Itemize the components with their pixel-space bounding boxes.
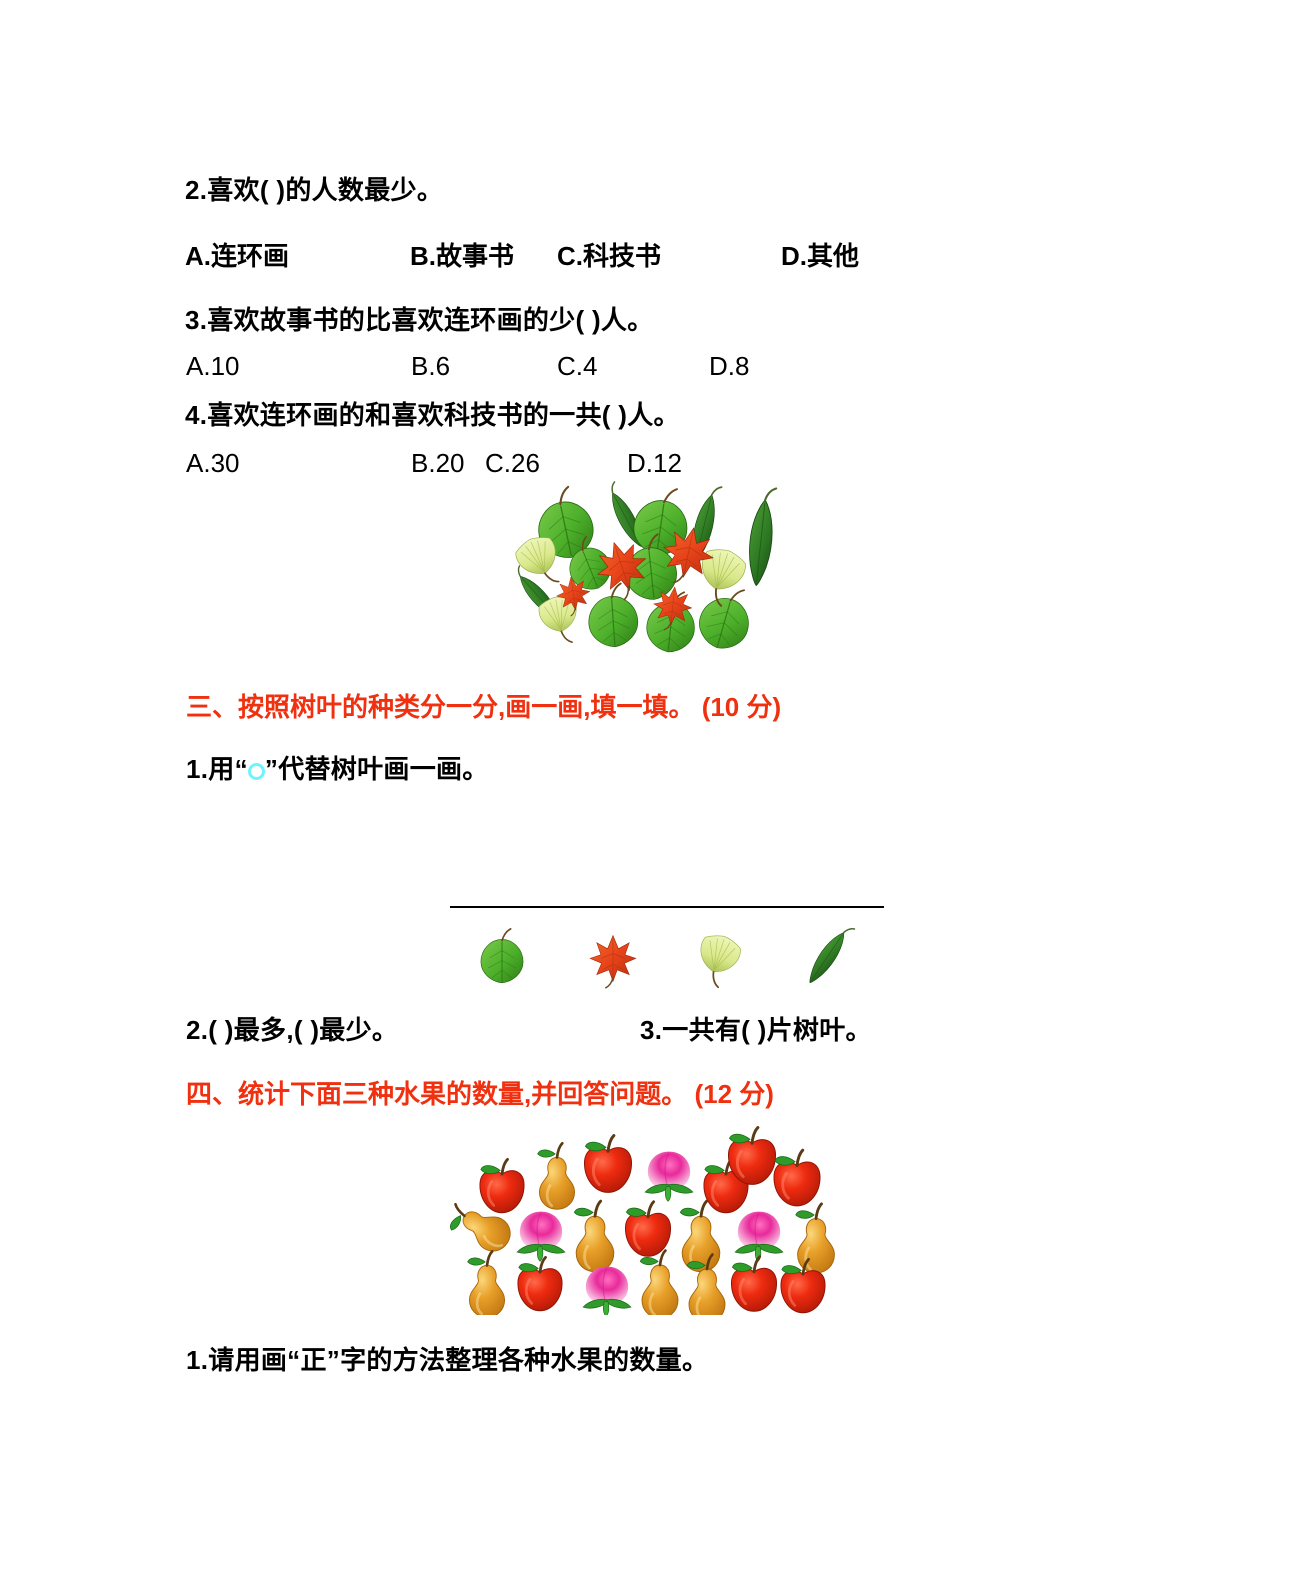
leaf-sample-row <box>450 914 884 996</box>
section-three-item-1: 1.用“ ”代替树叶画一画。 <box>186 755 489 784</box>
question-2-option-b[interactable]: B.故事书 <box>410 241 515 271</box>
question-4-option-d[interactable]: D.12 <box>627 448 682 478</box>
question-3-option-b[interactable]: B.6 <box>411 351 451 381</box>
section-three-item-2: 2.( )最多,( )最少。 <box>186 1015 399 1045</box>
section-three-item-1-suffix: ”代替树叶画一画。 <box>264 754 489 784</box>
circle-symbol-icon <box>247 763 265 780</box>
question-3-option-a[interactable]: A.10 <box>186 351 240 381</box>
question-2-option-d[interactable]: D.其他 <box>781 241 860 271</box>
section-four-heading: 四、统计下面三种水果的数量,并回答问题。 (12 分) <box>186 1080 774 1109</box>
section-three-points: (10 分) <box>701 692 782 722</box>
question-2-stem: 2.喜欢( )的人数最少。 <box>185 175 444 205</box>
yellow-ginkgo-leaf-sample <box>689 929 745 992</box>
section-three-heading-text: 三、按照树叶的种类分一分,画一画,填一填。 <box>186 692 695 722</box>
section-four-heading-text: 四、统计下面三种水果的数量,并回答问题。 <box>186 1079 688 1109</box>
section-four-points: (12 分) <box>694 1079 774 1109</box>
section-four-item-1: 1.请用画“正”字的方法整理各种水果的数量。 <box>186 1345 709 1375</box>
question-4-option-b[interactable]: B.20 <box>411 448 465 478</box>
question-4-option-c[interactable]: C.26 <box>485 448 540 478</box>
answer-rule-line <box>450 906 884 908</box>
section-three-item-3: 3.一共有( )片树叶。 <box>640 1015 872 1045</box>
question-2-option-c[interactable]: C.科技书 <box>557 241 662 271</box>
leaf-pile-illustration <box>493 478 793 658</box>
question-4-stem: 4.喜欢连环画的和喜欢科技书的一共( )人。 <box>185 400 680 430</box>
fruit-pile-illustration <box>445 1125 845 1315</box>
question-3-option-d[interactable]: D.8 <box>709 351 750 381</box>
question-2-option-a[interactable]: A.连环画 <box>185 241 290 271</box>
section-three-heading: 三、按照树叶的种类分一分,画一画,填一填。 (10 分) <box>186 693 781 722</box>
red-maple-leaf-sample <box>589 934 637 989</box>
green-heart-leaf-sample <box>480 928 524 984</box>
question-3-option-c[interactable]: C.4 <box>557 351 598 381</box>
question-3-stem: 3.喜欢故事书的比喜欢连环画的少( )人。 <box>185 305 654 335</box>
section-three-item-1-prefix: 1.用“ <box>186 754 248 784</box>
question-4-option-a[interactable]: A.30 <box>186 448 240 478</box>
dark-green-willow-leaf-sample <box>802 920 856 988</box>
